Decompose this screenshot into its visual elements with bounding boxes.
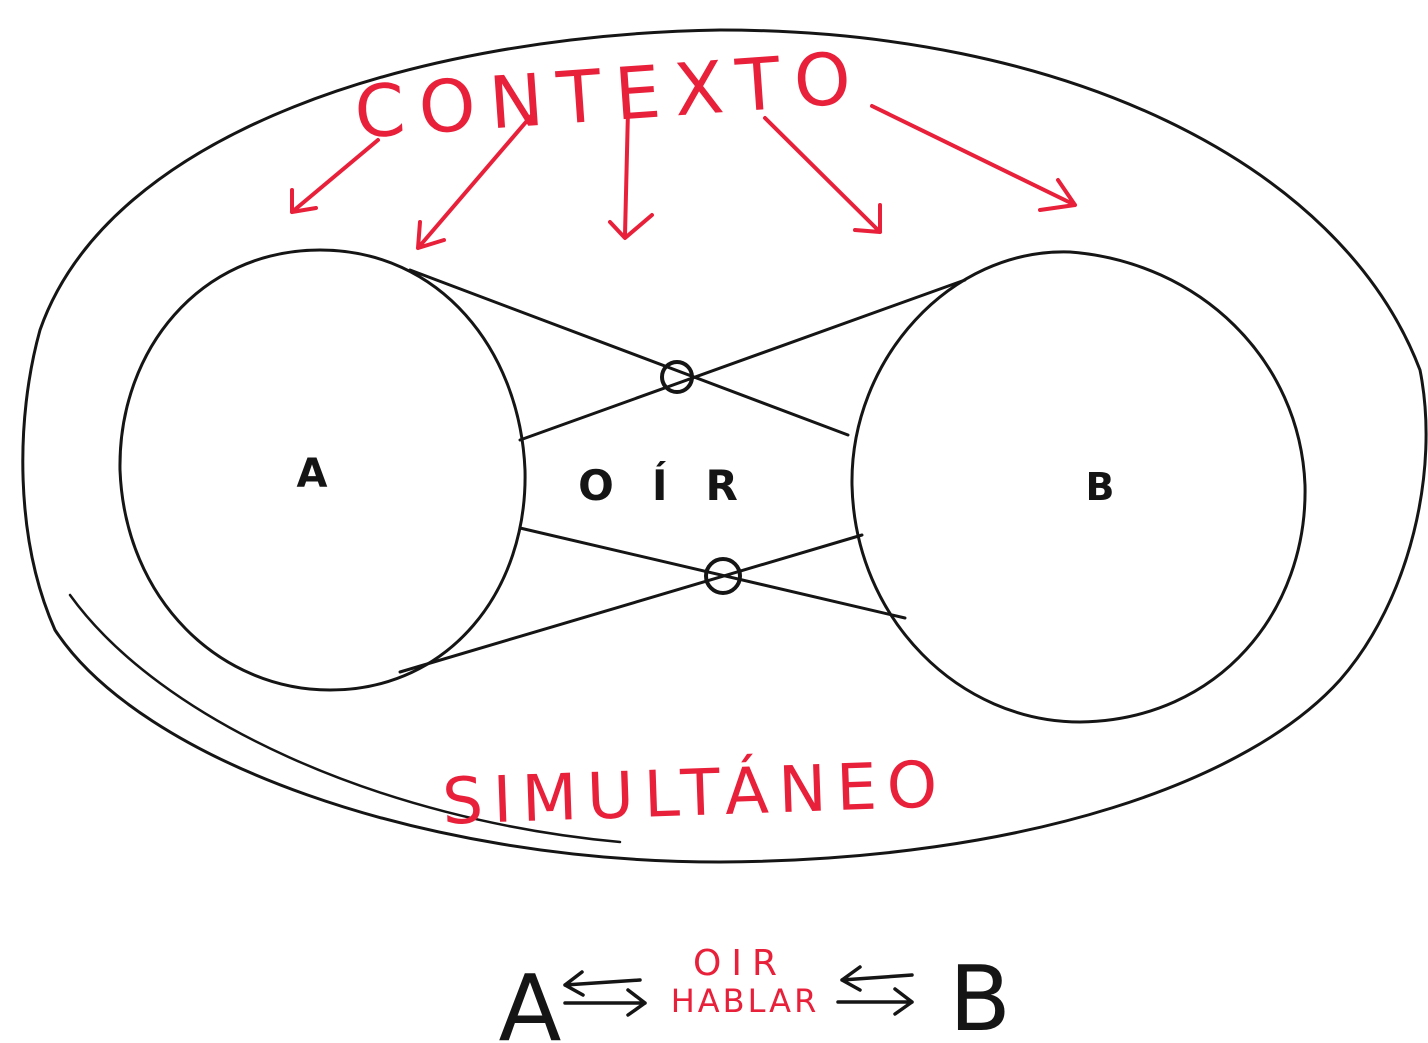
context-arrow-2 bbox=[416, 113, 534, 250]
formula-right-arrow-top bbox=[840, 965, 914, 992]
circle-b bbox=[850, 250, 1307, 724]
formula-bottom-word: HABLAR bbox=[671, 982, 820, 1020]
formula-left-node: A bbox=[499, 955, 562, 1043]
context-label: CONTEXTO bbox=[352, 35, 868, 154]
context-arrows bbox=[290, 104, 1077, 250]
formula-right-node: B bbox=[949, 947, 1011, 1043]
context-ellipse-stroke-2 bbox=[68, 593, 622, 844]
context-ellipse bbox=[21, 28, 1428, 864]
context-arrow-5 bbox=[870, 104, 1077, 212]
context-arrow-1 bbox=[290, 138, 380, 214]
lower-line-a-to-b bbox=[518, 526, 907, 620]
context-arrow-4 bbox=[763, 116, 882, 234]
node-a-label: A bbox=[297, 451, 328, 497]
formula-left-arrow-bottom bbox=[563, 988, 647, 1017]
formula-top-word: OIR bbox=[693, 943, 787, 984]
node-b-label: B bbox=[1086, 465, 1115, 509]
formula: A OIR HABLAR B bbox=[499, 943, 1011, 1043]
circle-a bbox=[118, 248, 527, 692]
context-arrow-3 bbox=[608, 108, 654, 240]
upper-line-b-to-a bbox=[518, 278, 967, 442]
formula-left-arrow-top bbox=[563, 970, 642, 997]
lower-line-b-to-a bbox=[398, 533, 864, 674]
upper-crossing-node bbox=[660, 360, 694, 394]
channel-label: OÍR bbox=[578, 460, 776, 510]
formula-right-arrow-bottom bbox=[836, 987, 914, 1016]
lower-crossing-node bbox=[704, 557, 742, 595]
upper-line-a-to-b bbox=[408, 268, 850, 437]
simultaneous-label: SIMULTÁNEO bbox=[441, 746, 948, 840]
